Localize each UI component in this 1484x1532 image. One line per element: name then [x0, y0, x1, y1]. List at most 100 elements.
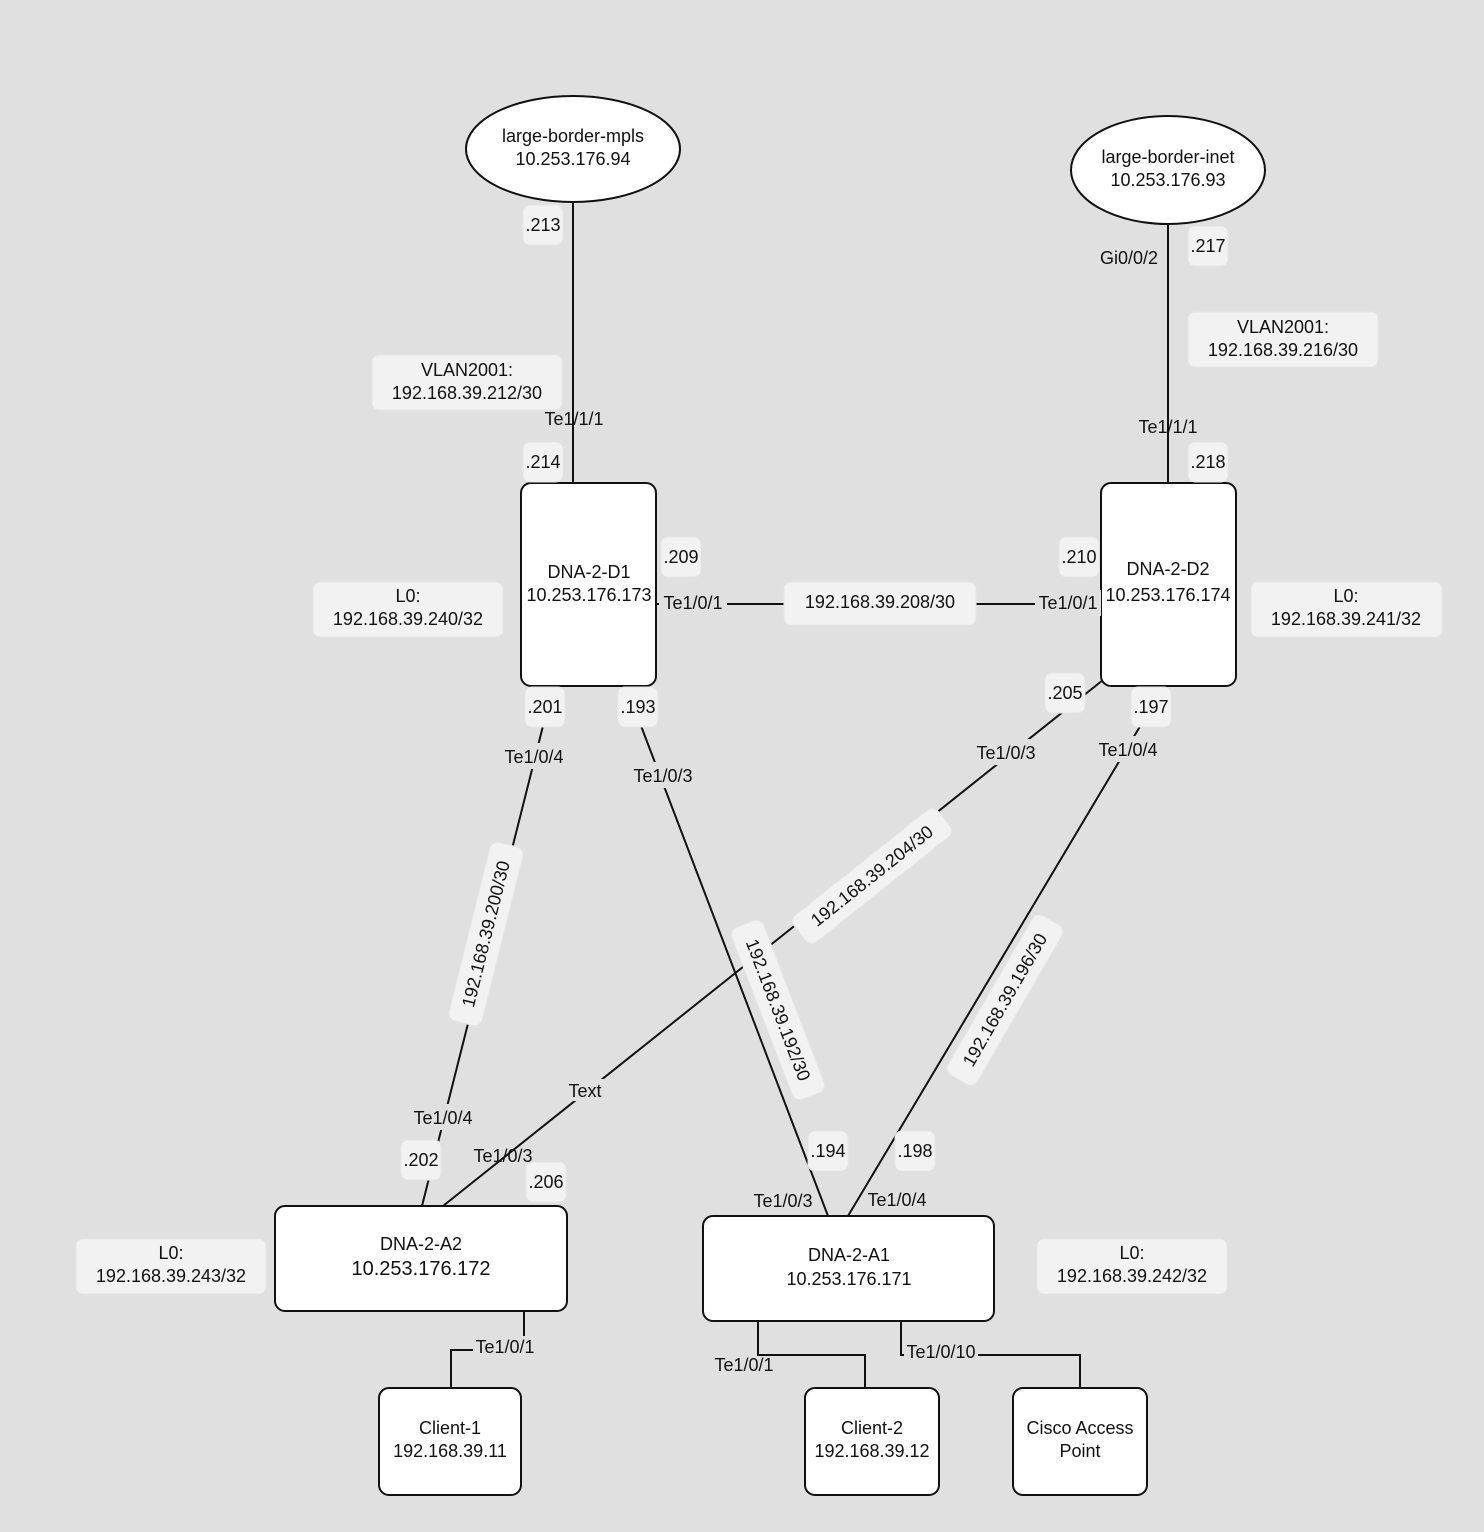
port-d1-to-a1: Te1/0/3 [633, 766, 692, 786]
port-a1-client2: Te1/0/1 [714, 1355, 773, 1375]
a2-switch-node[interactable]: DNA-2-A2 10.253.176.172 [274, 1205, 568, 1312]
host-id-d2-to-d1: .210 [1058, 536, 1100, 578]
svg-text:.202: .202 [403, 1150, 438, 1170]
host-id-d2-up: .218 [1187, 441, 1229, 483]
access-point-node[interactable]: Cisco Access Point [1012, 1387, 1148, 1496]
d1-switch-node[interactable]: DNA-2-D1 10.253.176.173 [520, 482, 657, 687]
stray-text-label: Text [568, 1081, 601, 1101]
node-name: DNA-2-A1 [808, 1245, 890, 1265]
svg-text:.214: .214 [525, 452, 560, 472]
node-name: DNA-2-A2 [380, 1234, 462, 1254]
svg-text:.201: .201 [527, 697, 562, 717]
host-id-a2-from-d1: .202 [400, 1139, 442, 1181]
host-id-mpls-up: .213 [522, 204, 564, 246]
port-d2-to-d1: Te1/0/1 [1038, 593, 1097, 613]
port-d2-to-a2: Te1/0/3 [976, 743, 1035, 763]
link-d2-a2 [442, 679, 1104, 1207]
host-id-d1-up: .214 [522, 441, 564, 483]
svg-text:192.168.39.216/30: 192.168.39.216/30 [1208, 340, 1358, 360]
node-name-line2: Point [1059, 1441, 1100, 1461]
link-a1-client2 [757, 1321, 866, 1388]
links [421, 203, 1169, 1388]
node-name-line1: Cisco Access [1026, 1418, 1133, 1438]
svg-text:192.168.39.242/32: 192.168.39.242/32 [1057, 1266, 1207, 1286]
client2-node[interactable]: Client-2 192.168.39.12 [804, 1387, 940, 1496]
subnet-d2-a2-label: 192.168.39.204/30 [792, 808, 952, 944]
host-id-a2-from-d2: .206 [525, 1161, 567, 1203]
port-a1-from-d1: Te1/0/3 [753, 1191, 812, 1211]
subnet-d2-a1-label: 192.168.39.196/30 [946, 914, 1064, 1086]
link-d2-a1 [847, 717, 1146, 1217]
a1-switch-node[interactable]: DNA-2-A1 10.253.176.171 [702, 1215, 995, 1322]
node-name: DNA-2-D2 [1126, 559, 1209, 579]
svg-text:192.168.39.212/30: 192.168.39.212/30 [392, 383, 542, 403]
port-d1-uplink: Te1/1/1 [544, 409, 603, 429]
svg-text:.210: .210 [1061, 547, 1096, 567]
node-name: Client-1 [419, 1418, 481, 1438]
vlan-mpls-label: VLAN2001: 192.168.39.212/30 [371, 354, 563, 411]
host-id-d1-to-d2: .209 [660, 536, 702, 578]
svg-text:.209: .209 [663, 547, 698, 567]
loopback-a1-label: L0: 192.168.39.242/32 [1036, 1238, 1228, 1295]
link-a1-ap [900, 1321, 1081, 1388]
subnet-d1-d2-label: 192.168.39.208/30 [783, 581, 977, 626]
node-name: large-border-mpls [502, 126, 644, 146]
loopback-a2-label: L0: 192.168.39.243/32 [75, 1238, 267, 1295]
svg-text:.194: .194 [810, 1141, 845, 1161]
svg-text:L0:: L0: [395, 586, 420, 606]
node-name: Client-2 [841, 1418, 903, 1438]
svg-text:VLAN2001:: VLAN2001: [1237, 317, 1329, 337]
port-a2-from-d1: Te1/0/4 [413, 1108, 472, 1128]
port-d2-uplink: Te1/1/1 [1138, 417, 1197, 437]
port-a2-client1: Te1/0/1 [475, 1337, 534, 1357]
svg-text:.206: .206 [528, 1172, 563, 1192]
node-ip: 10.253.176.94 [515, 149, 630, 169]
node-ip: 192.168.39.11 [393, 1441, 507, 1461]
svg-text:L0:: L0: [1333, 586, 1358, 606]
border-inet-node[interactable]: large-border-inet 10.253.176.93 [1070, 115, 1266, 225]
svg-text:192.168.39.192/30: 192.168.39.192/30 [742, 936, 814, 1083]
svg-text:L0:: L0: [1119, 1243, 1144, 1263]
node-ip: 10.253.176.174 [1105, 585, 1230, 605]
subnet-d1-a2-label: 192.168.39.200/30 [448, 841, 524, 1027]
port-inet: Gi0/0/2 [1100, 248, 1158, 268]
host-id-d1-to-a1: .193 [617, 686, 659, 728]
svg-text:L0:: L0: [158, 1243, 183, 1263]
subnet-d1-a1-label: 192.168.39.192/30 [730, 919, 826, 1101]
node-name: large-border-inet [1101, 147, 1234, 167]
svg-text:192.168.39.204/30: 192.168.39.204/30 [807, 821, 937, 930]
node-ip: 10.253.176.173 [526, 585, 651, 605]
svg-text:192.168.39.241/32: 192.168.39.241/32 [1271, 609, 1421, 629]
port-a2-from-d2: Te1/0/3 [473, 1146, 532, 1166]
port-a1-from-d2: Te1/0/4 [867, 1190, 926, 1210]
client1-node[interactable]: Client-1 192.168.39.11 [378, 1387, 522, 1496]
loopback-d2-label: L0: 192.168.39.241/32 [1250, 581, 1443, 638]
svg-text:.205: .205 [1047, 683, 1082, 703]
node-ip: 192.168.39.12 [814, 1441, 929, 1461]
vlan-inet-label: VLAN2001: 192.168.39.216/30 [1187, 311, 1379, 368]
svg-text:192.168.39.240/32: 192.168.39.240/32 [333, 609, 483, 629]
d2-switch-node[interactable]: DNA-2-D2 10.253.176.174 [1100, 482, 1237, 687]
host-id-d2-to-a1: .197 [1130, 686, 1172, 728]
host-id-a1-from-d2: .198 [894, 1130, 936, 1172]
port-labels: Te1/1/1 Te1/1/1 Gi0/0/2 Te1/0/1 Te1/0/1 … [410, 248, 1198, 1375]
svg-text:.193: .193 [620, 697, 655, 717]
svg-text:192.168.39.208/30: 192.168.39.208/30 [805, 592, 955, 612]
node-ip: 10.253.176.171 [786, 1269, 911, 1289]
svg-text:.213: .213 [525, 215, 560, 235]
svg-text:.197: .197 [1133, 697, 1168, 717]
port-d2-to-a1: Te1/0/4 [1098, 740, 1157, 760]
loopback-d1-label: L0: 192.168.39.240/32 [312, 581, 504, 638]
node-ip: 10.253.176.93 [1110, 170, 1225, 190]
port-d1-to-a2: Te1/0/4 [504, 747, 563, 767]
link-d1-a1 [637, 717, 829, 1217]
host-id-d2-to-a2: .205 [1044, 672, 1086, 714]
host-id-inet-up: .217 [1187, 225, 1229, 267]
svg-text:.218: .218 [1190, 452, 1225, 472]
border-mpls-node[interactable]: large-border-mpls 10.253.176.94 [465, 95, 681, 203]
port-d1-to-d2: Te1/0/1 [663, 593, 722, 613]
host-id-a1-from-d1: .194 [807, 1130, 849, 1172]
svg-text:.198: .198 [897, 1141, 932, 1161]
svg-text:.217: .217 [1190, 236, 1225, 256]
